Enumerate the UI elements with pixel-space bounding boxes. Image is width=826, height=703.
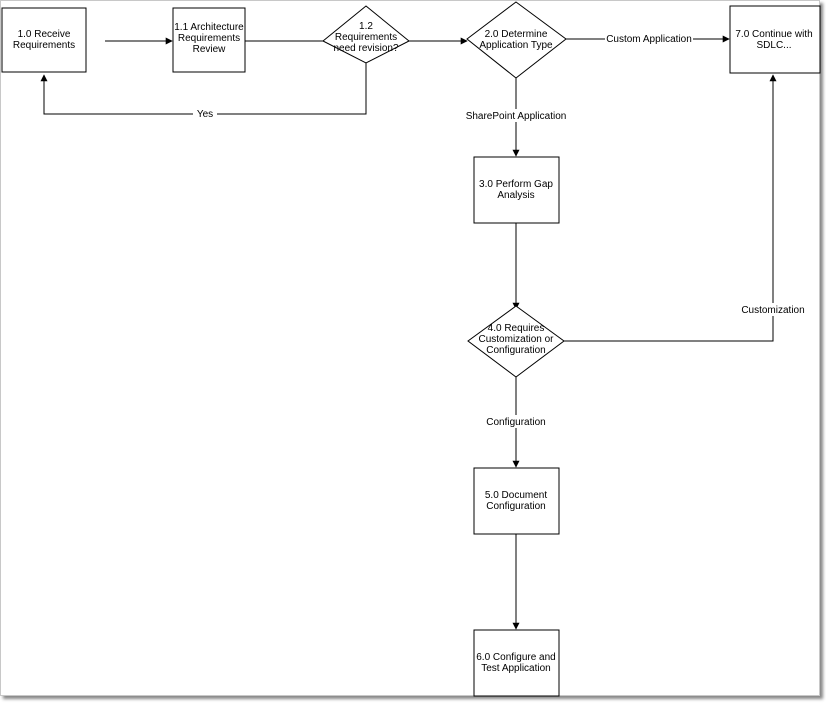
node-label-line: Configuration xyxy=(486,345,545,356)
node-label-line: 2.0 Determine xyxy=(485,29,548,40)
node-label-line: 5.0 Document xyxy=(485,490,547,501)
edge-label-configuration: Configuration xyxy=(486,417,545,428)
node-label-line: 6.0 Configure and xyxy=(476,652,556,663)
edge-label-custom-application: Custom Application xyxy=(606,34,692,45)
node-label-line: 4.0 Requires xyxy=(488,323,545,334)
node-label-line: 3.0 Perform Gap xyxy=(479,179,553,190)
node-label-line: 1.1 Architecture xyxy=(174,22,244,33)
node-label-line: Requirements xyxy=(178,33,240,44)
node-label-line: 1.2 xyxy=(359,21,373,32)
node-label-line: Customization or xyxy=(478,334,554,345)
node-label-line: need revision? xyxy=(333,43,398,54)
node-label-line: SDLC... xyxy=(756,40,791,51)
edge-label-yes: Yes xyxy=(197,109,213,120)
node-label-line: Analysis xyxy=(497,190,534,201)
node-label-line: Test Application xyxy=(481,663,551,674)
edge-label-sharepoint-application: SharePoint Application xyxy=(466,111,567,122)
node-label-line: Review xyxy=(193,44,227,55)
node-label-line: Requirements xyxy=(335,32,397,43)
edge-label-customization: Customization xyxy=(741,305,804,316)
node-label-line: 7.0 Continue with xyxy=(735,29,812,40)
node-label-line: Requirements xyxy=(13,40,75,51)
node-label-line: 1.0 Receive xyxy=(18,29,71,40)
node-label-line: Application Type xyxy=(479,40,553,51)
edge-4.0-customization-to-7.0 xyxy=(564,74,777,342)
node-label-line: Configuration xyxy=(486,501,545,512)
